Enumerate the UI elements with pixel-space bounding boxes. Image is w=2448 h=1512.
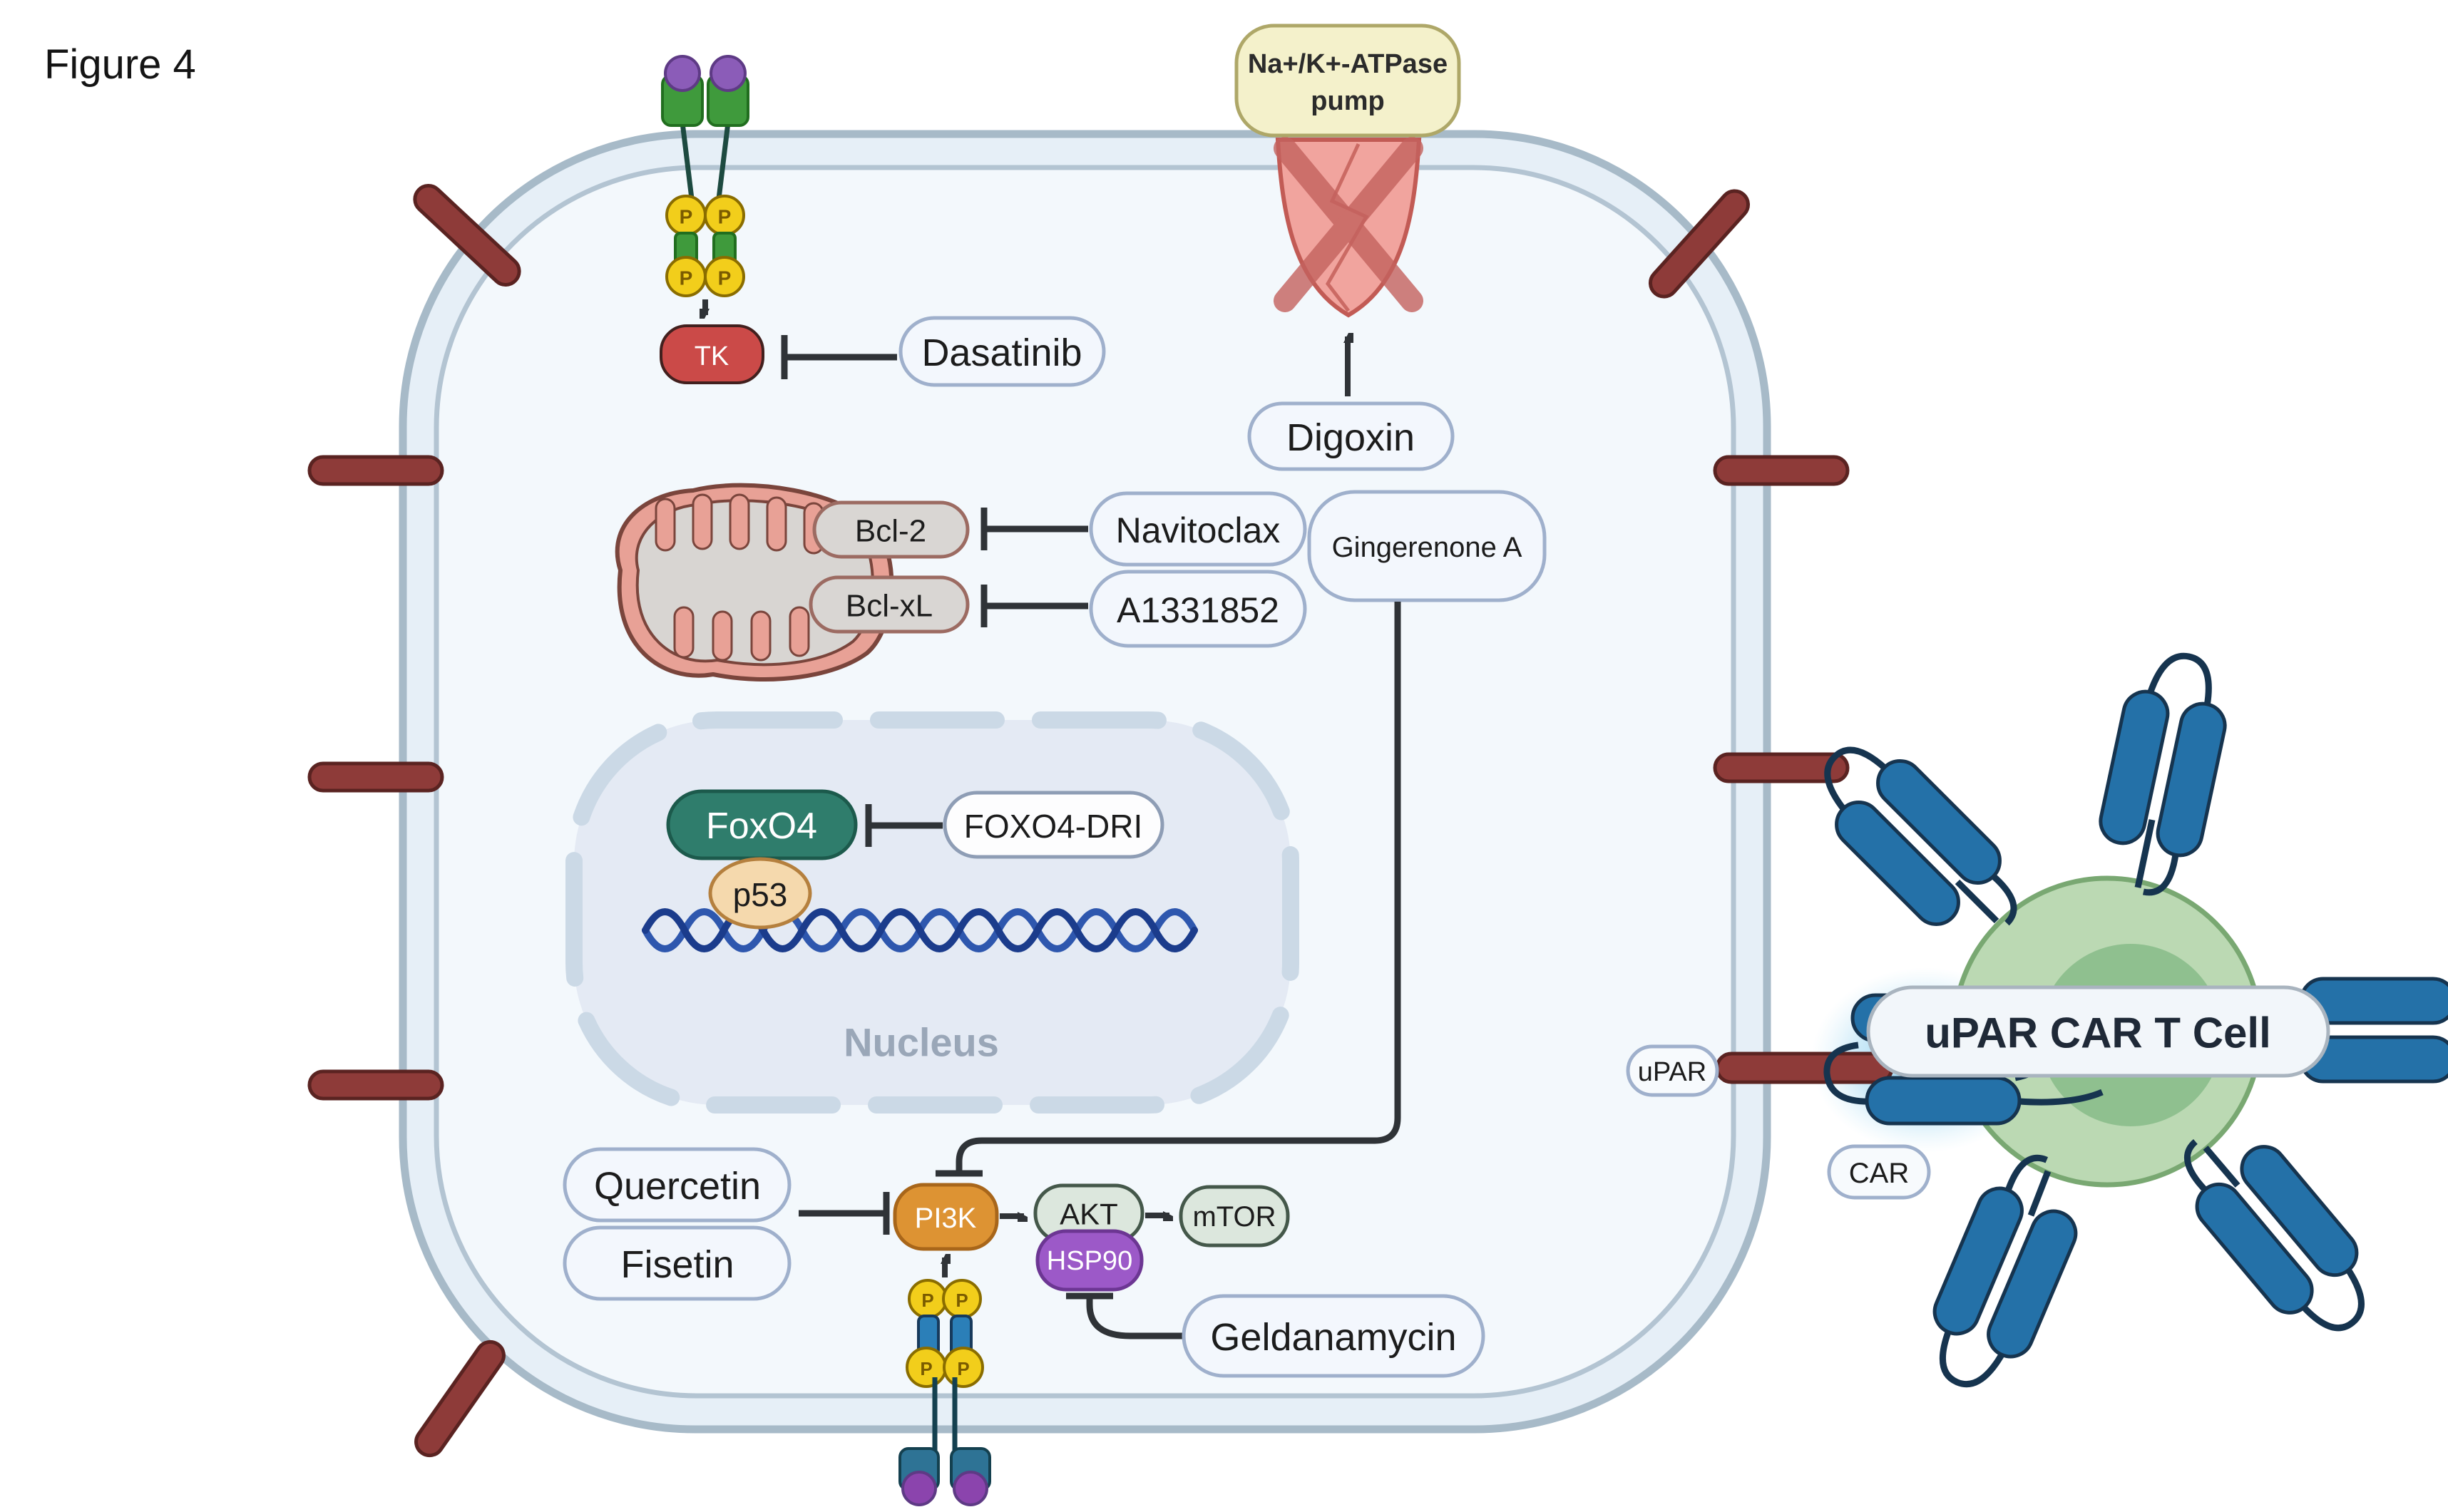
upar-label-pill: uPAR [1626, 1044, 1719, 1097]
mtor-node: mTOR [1179, 1185, 1290, 1248]
blocked-x-icon [1274, 137, 1423, 312]
gingerenone-a-label: Gingerenone A [1332, 532, 1522, 563]
geldanamycin-label: Geldanamycin [1210, 1316, 1456, 1359]
bclxl-node: Bcl-xL [809, 575, 970, 634]
mtor-label: mTOR [1192, 1201, 1276, 1233]
akt-label: AKT [1060, 1198, 1118, 1231]
phospho-label: P [920, 1358, 932, 1379]
nucleus-label: Nucleus [844, 1020, 999, 1065]
dasatinib-label: Dasatinib [921, 331, 1082, 374]
fisetin-node: Fisetin [563, 1225, 792, 1301]
rtk-receptor: P P P P [661, 55, 749, 315]
phospho-label: P [956, 1290, 968, 1311]
quercetin-node: Quercetin [563, 1147, 792, 1223]
geldanamycin-inhibition: Geldanamycin [1066, 1292, 1485, 1378]
quercetin-label: Quercetin [594, 1165, 761, 1208]
phospho-label: P [680, 206, 693, 228]
membrane-upar-rods [307, 184, 1850, 1458]
foxo4-node: FoxO4 [666, 789, 858, 860]
tk-label: TK [695, 341, 729, 371]
phospho-label: P [718, 206, 732, 228]
figure-label: Figure 4 [44, 41, 196, 88]
phospho-label: P [957, 1358, 969, 1379]
navitoclax-inhibition: Navitoclax [980, 491, 1307, 567]
a1331852-label: A1331852 [1117, 590, 1279, 630]
akt-node: AKT [1033, 1183, 1144, 1243]
hsp90-node: HSP90 [1035, 1229, 1144, 1292]
upar-rod-icon [1713, 455, 1850, 486]
tcell-label-pill: uPAR CAR T Cell [1866, 985, 2330, 1078]
p53-node: p53 [708, 857, 812, 930]
upar-car-t-cell: uPAR CAR uPAR CAR T Cell [1626, 646, 2448, 1403]
upar-rod-icon [307, 455, 444, 486]
phospho-label: P [718, 267, 732, 289]
nak-atpase-pump: Na+/K+-ATPase pump [1234, 24, 1461, 318]
tk-node: TK [660, 324, 764, 384]
phospho-label: P [680, 267, 693, 289]
ligand-icon [710, 55, 747, 92]
ligand-icon [664, 55, 701, 92]
hsp90-label: HSP90 [1047, 1246, 1132, 1276]
bottom-receptor: P P P P [898, 1258, 991, 1506]
flavonoid-inhibition [799, 1192, 890, 1235]
ligand-icon [901, 1471, 937, 1506]
dasatinib-inhibition: Dasatinib [781, 316, 1106, 387]
upar-rod-icon [307, 761, 444, 793]
foxo4dri-inhibition: FOXO4-DRI [865, 791, 1164, 859]
phospho-label: P [921, 1290, 933, 1311]
digoxin-activation: Digoxin [1247, 336, 1455, 471]
car-label-pill: CAR [1827, 1144, 1931, 1200]
pump-label-line1: Na+/K+-ATPase [1248, 49, 1448, 79]
pi3k-node: PI3K [893, 1183, 999, 1251]
upar-rod-icon [413, 184, 521, 287]
bcl2-label: Bcl-2 [855, 514, 926, 549]
upar-rod-icon [1713, 752, 1850, 783]
navitoclax-label: Navitoclax [1116, 510, 1281, 550]
bclxl-label: Bcl-xL [846, 589, 933, 624]
a1331852-inhibition: A1331852 [980, 570, 1307, 648]
foxo4dri-label: FOXO4-DRI [964, 808, 1142, 845]
tcell-label: uPAR CAR T Cell [1925, 1009, 2271, 1057]
bcl2-node: Bcl-2 [812, 500, 970, 559]
ligand-icon [953, 1471, 988, 1506]
gingerenone-a-node: Gingerenone A [936, 490, 1547, 1177]
upar-rod-icon [1715, 1051, 1894, 1084]
fisetin-label: Fisetin [620, 1243, 734, 1286]
pump-label-line2: pump [1311, 86, 1384, 116]
upar-rod-icon [414, 1339, 506, 1458]
gingerenone-inhibit-line [956, 602, 1401, 1171]
upar-rod-icon [1648, 189, 1751, 299]
nucleus: FoxO4 FOXO4-DRI p53 Nucleus [565, 711, 1299, 1114]
foxo4-label: FoxO4 [706, 806, 817, 847]
phospho-sites: P P P P [665, 195, 745, 297]
upar-rod-icon [307, 1069, 444, 1101]
car-label: CAR [1849, 1158, 1909, 1189]
p53-label: p53 [733, 876, 788, 913]
digoxin-label: Digoxin [1286, 416, 1415, 459]
upar-label: uPAR [1638, 1057, 1706, 1087]
pi3k-label: PI3K [915, 1203, 977, 1234]
